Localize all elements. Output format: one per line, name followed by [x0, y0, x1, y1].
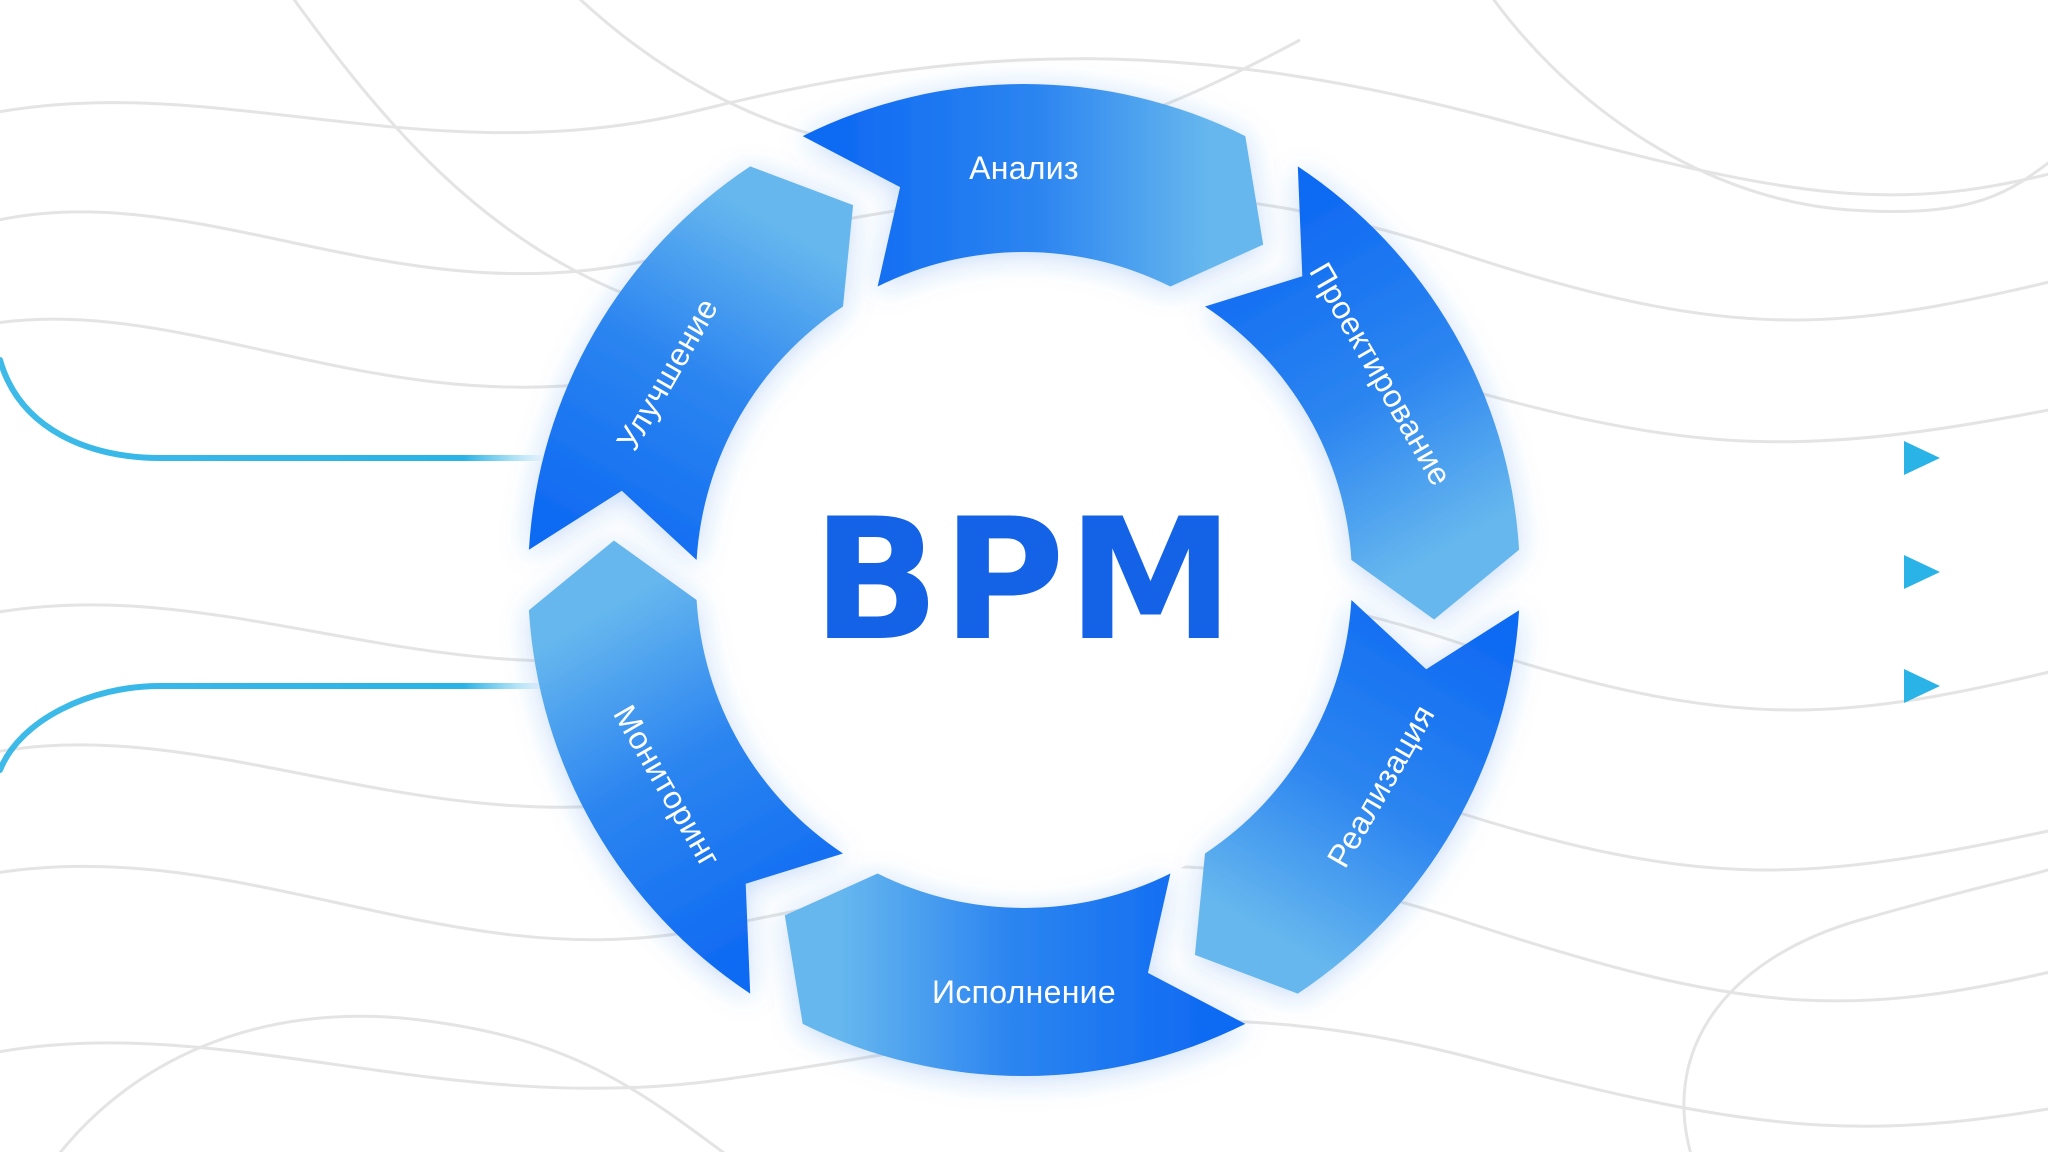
background-wave-line: [58, 1014, 726, 1152]
background-wave-line: [0, 57, 2048, 197]
cycle-stage-label: Исполнение: [932, 974, 1116, 1010]
cycle-stage-analysis: Анализ: [802, 83, 1264, 287]
arrowhead-icon: [1904, 669, 1940, 703]
cycle-stage-arrow: [1194, 600, 1520, 994]
cycle-stage-monitoring: Мониторинг: [528, 540, 843, 994]
cycle-stage-arrow: [528, 166, 854, 560]
output-arrow: [1500, 669, 1940, 703]
cycle-stage-arrow: [784, 873, 1246, 1077]
output-arrow: [1500, 555, 1940, 589]
center-disc: [696, 252, 1352, 908]
input-flow-line: [0, 357, 548, 461]
cycle-stage-arrow: [1205, 166, 1520, 620]
output-arrow: [1500, 441, 1940, 475]
cycle-stage-improvement: Улучшение: [528, 166, 854, 560]
background-wave-line: [1682, 868, 2048, 1152]
cycle-segments: АнализПроектированиеРеализацияИсполнение…: [528, 83, 1520, 1077]
input-flow-lines: [0, 357, 548, 773]
cycle-stage-label: Анализ: [969, 150, 1079, 186]
input-flow-line: [0, 683, 548, 773]
center-title: BPM: [812, 482, 1236, 678]
cycle-stage-execution: Исполнение: [784, 873, 1246, 1077]
cycle-stage-arrow: [528, 540, 843, 994]
cycle-stage-arrow: [802, 83, 1264, 287]
arrowhead-icon: [1904, 441, 1940, 475]
cycle-stage-implementation: Реализация: [1194, 600, 1520, 994]
arrowhead-icon: [1904, 555, 1940, 589]
background-wave-line: [1492, 0, 2048, 214]
output-flow-arrows: [1500, 441, 1940, 703]
